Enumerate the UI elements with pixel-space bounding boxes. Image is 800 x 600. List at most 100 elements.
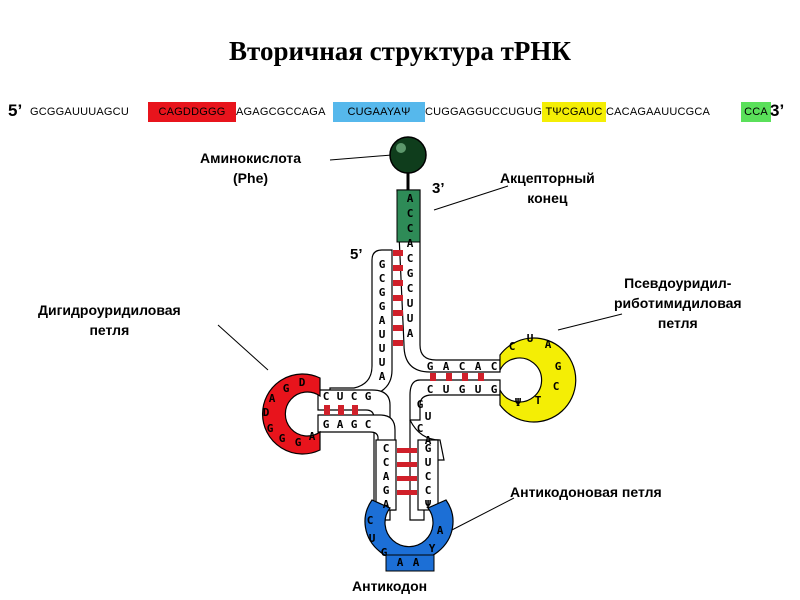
sequence-segment: GCGGAUUUAGCU xyxy=(30,106,129,118)
nucleotide-acceptor-5: U xyxy=(379,356,386,369)
nucleotide-t-loop: U xyxy=(527,332,534,345)
nucleotide-t-stem: C xyxy=(427,383,434,396)
backbone-anticodon-stem-3 xyxy=(417,439,439,511)
nucleotide-acceptor-3: G xyxy=(407,267,414,280)
sequence-segment: CACAGAAUUCGCA xyxy=(606,106,711,118)
nucleotide-anticodon-loop: Y xyxy=(429,542,436,555)
label-acceptor-line1: Акцепторный xyxy=(500,170,595,186)
nucleotide-anticodon-stem: U xyxy=(425,456,432,469)
nucleotide-acceptor-5: G xyxy=(379,286,386,299)
nucleotide-acceptor-5: A xyxy=(379,314,386,327)
nucleotide-anticodon-stem: C xyxy=(425,470,432,483)
amino-acid-ball xyxy=(389,136,427,174)
page-title: Вторичная структура тРНК xyxy=(229,36,571,66)
leader-lines xyxy=(217,154,623,533)
base-pair xyxy=(397,448,417,453)
label-t-loop-line3: петля xyxy=(657,315,698,331)
base-pair xyxy=(393,250,403,256)
nucleotide-d-loop: A xyxy=(309,430,316,443)
sequence-segment: AGAGCGCCAGA xyxy=(236,106,326,118)
label-d-loop-line1: Дигидроуридиловая xyxy=(38,302,181,318)
base-pair xyxy=(393,265,403,271)
label-d-loop-line2: петля xyxy=(89,322,130,338)
label-amino-acid-line1: Аминокислота xyxy=(200,150,302,166)
sequence-3prime-label: 3’ xyxy=(770,101,785,120)
nucleotide-acceptor-5: A xyxy=(379,370,386,383)
nucleotide-d-stem: C xyxy=(351,390,358,403)
nucleotide-d-stem: A xyxy=(337,418,344,431)
d-loop xyxy=(262,373,321,455)
sequence-segment-anticodon: CUGAAYAΨ xyxy=(333,102,425,122)
sequence-segment-d-loop: CAGDDGGG xyxy=(148,102,236,122)
label-anticodon: Антикодон xyxy=(352,578,428,594)
nucleotide-d-stem: C xyxy=(365,418,372,431)
nucleotide-anticodon-stem: C xyxy=(425,484,432,497)
backbone-5prime-strand xyxy=(329,249,393,401)
nucleotide-acceptor-3: A xyxy=(407,192,414,205)
base-pair xyxy=(478,373,484,381)
label-t-loop-line2: риботимидиловая xyxy=(614,295,742,311)
anticodon-loop xyxy=(364,499,454,563)
nucleotide-variable: U xyxy=(425,410,432,423)
nucleotide-d-stem: U xyxy=(337,390,344,403)
trna-sequence: 5’ GCGGAUUUAGCU CAGDDGGG AGAGCGCCAGA CUG… xyxy=(8,100,794,122)
base-pairs xyxy=(324,250,484,495)
nucleotide-anticodon-stem: Ψ xyxy=(425,498,432,511)
base-pair xyxy=(397,490,417,495)
label-anticodon-loop: Антикодоновая петля xyxy=(510,484,662,500)
nucleotide-t-stem: G xyxy=(491,383,498,396)
nucleotide-d-loop: G xyxy=(267,422,274,435)
nucleotide-anticodon-stem: C xyxy=(383,456,390,469)
sequence-segment-acceptor: CCA xyxy=(741,102,771,122)
label-acceptor-end: Акцепторный конец xyxy=(500,168,595,208)
t-loop xyxy=(499,337,577,423)
nucleotide-t-stem: A xyxy=(475,360,482,373)
nucleotide-d-loop: D xyxy=(299,376,306,389)
base-pair xyxy=(430,373,436,381)
base-pair xyxy=(393,310,403,316)
nucleotide-acceptor-3: A xyxy=(407,237,414,250)
nucleotide-d-stem: G xyxy=(351,418,358,431)
nucleotide-d-stem: C xyxy=(323,390,330,403)
nucleotide-anticodon-loop: A xyxy=(413,556,420,569)
nucleotide-d-loop: A xyxy=(269,392,276,405)
nucleotide-acceptor-5: U xyxy=(379,342,386,355)
nucleotide-variable: G xyxy=(417,398,424,411)
label-5prime: 5’ xyxy=(350,246,363,263)
nucleotide-anticodon-stem: G xyxy=(383,484,390,497)
nucleotide-anticodon-stem: A xyxy=(383,498,390,511)
nucleotide-acceptor-3: U xyxy=(407,312,414,325)
nucleotide-acceptor-5: G xyxy=(379,258,386,271)
nucleotide-acceptor-3: C xyxy=(407,252,414,265)
base-pair xyxy=(352,405,358,415)
nucleotide-anticodon-stem: C xyxy=(383,442,390,455)
nucleotide-anticodon-loop: A xyxy=(437,524,444,537)
nucleotide-anticodon-loop: C xyxy=(367,514,374,527)
leader-line-acceptor xyxy=(433,185,509,211)
nucleotide-variable: A xyxy=(425,434,432,447)
leader-line-t-loop xyxy=(557,313,623,331)
nucleotide-d-stem: G xyxy=(365,390,372,403)
base-pair xyxy=(397,462,417,467)
nucleotide-t-loop: A xyxy=(545,338,552,351)
nucleotide-t-stem: G xyxy=(459,383,466,396)
nucleotide-d-loop: G xyxy=(283,382,290,395)
nucleotide-anticodon-loop: G xyxy=(381,546,388,559)
nucleotide-d-loop: D xyxy=(263,406,270,419)
nucleotide-t-loop: G xyxy=(555,360,562,373)
nucleotide-anticodon-stem: A xyxy=(383,470,390,483)
base-pair xyxy=(324,405,330,415)
nucleotide-acceptor-5: G xyxy=(379,300,386,313)
nucleotide-t-loop: Ψ xyxy=(515,396,522,409)
nucleotide-acceptor-3: A xyxy=(407,327,414,340)
base-pair xyxy=(393,280,403,286)
nucleotide-anticodon-loop: A xyxy=(397,556,404,569)
nucleotide-t-stem: C xyxy=(459,360,466,373)
nucleotide-t-stem: C xyxy=(491,360,498,373)
base-pair xyxy=(446,373,452,381)
label-d-loop: Дигидроуридиловая петля xyxy=(38,300,181,340)
backbone-t-stem xyxy=(409,379,501,421)
base-pair xyxy=(397,476,417,481)
nucleotide-acceptor-3: C xyxy=(407,207,414,220)
